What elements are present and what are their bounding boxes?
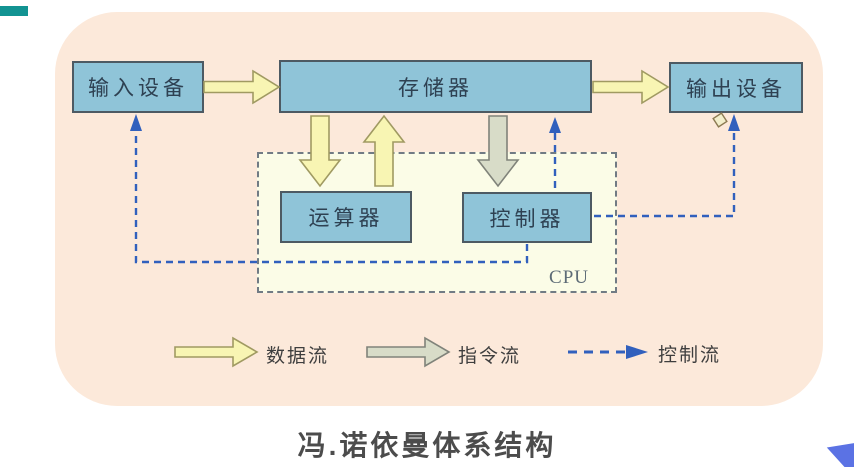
input-device-label: 输入设备 [88,76,188,100]
output-device-label: 输出设备 [686,76,786,101]
output-device-box: 输出设备 [669,62,803,113]
slide-corner-accent-teal [0,6,28,16]
alu-box: 运算器 [280,191,412,243]
legend-label-data-flow: 数据流 [266,346,330,367]
memory-label: 存储器 [398,75,473,100]
controller-box: 控制器 [462,192,592,243]
page-title: 冯.诺依曼体系结构 [297,430,557,461]
alu-label: 运算器 [308,206,384,230]
legend-label-control-flow: 控制流 [658,345,722,366]
memory-box: 存储器 [279,60,592,113]
controller-label: 控制器 [489,206,565,231]
input-device-box: 输入设备 [72,61,204,113]
legend-label-instruction-flow: 指令流 [458,346,522,367]
cpu-label: CPU [549,267,589,288]
